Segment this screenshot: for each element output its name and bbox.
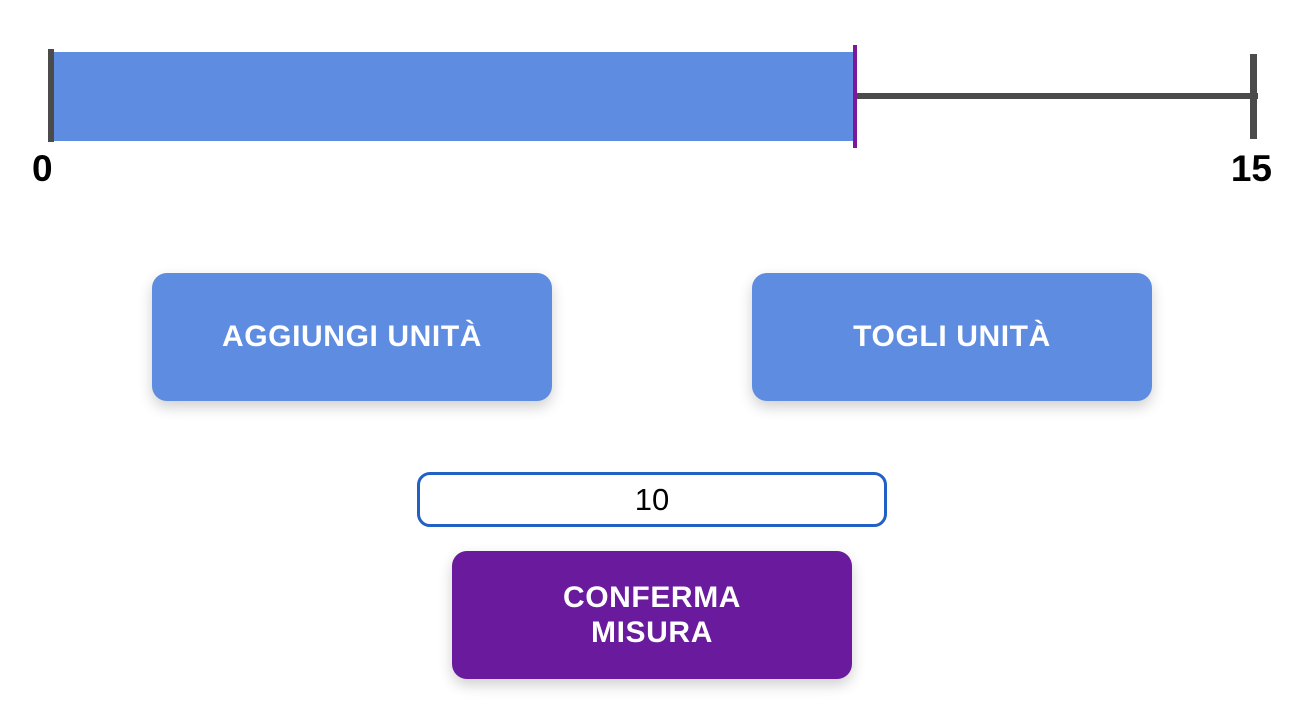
add-unit-button[interactable]: AGGIUNGI UNITÀ [152,273,552,401]
ruler-tick-max [1250,54,1257,139]
remove-unit-button[interactable]: TOGLI UNITÀ [752,273,1152,401]
ruler-max-label: 15 [1230,148,1272,189]
ruler-filled-bar [50,52,855,141]
confirm-measure-button[interactable]: CONFERMA MISURA [452,551,852,679]
ruler-tick-min [48,49,54,142]
confirm-button-label-line1: CONFERMA [562,580,742,614]
unit-measure-ruler: 0 15 [0,0,1298,200]
ruler-min-label: 0 [32,148,53,189]
measure-value-input[interactable] [417,472,887,527]
confirm-button-label-line2: MISURA [591,616,713,649]
ruler-value-marker [853,45,857,148]
